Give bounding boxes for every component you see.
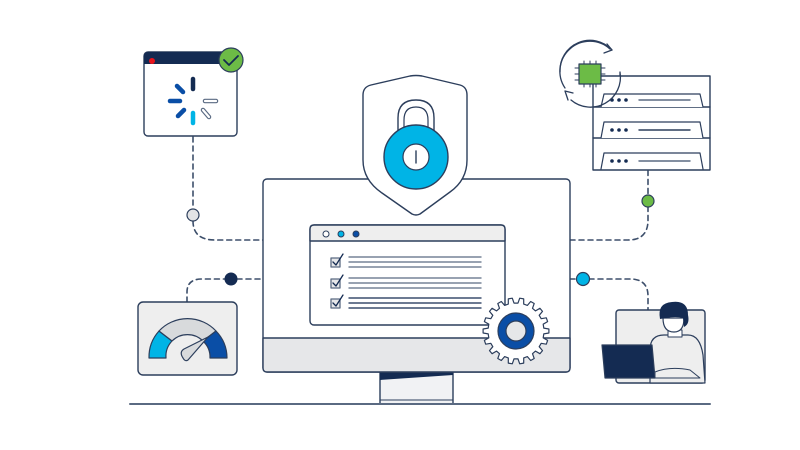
checklist-window-icon xyxy=(309,224,506,326)
connector-node-gray xyxy=(186,208,200,222)
server-rack-icon xyxy=(592,75,711,171)
speedometer-gauge-icon xyxy=(137,301,238,376)
check-circle-icon xyxy=(218,47,244,73)
connector-node-navy xyxy=(224,272,238,286)
shield-lock-icon xyxy=(362,74,468,216)
loading-spinner-window-icon xyxy=(143,51,238,137)
person-laptop-icon xyxy=(601,301,706,384)
gear-icon xyxy=(482,297,550,365)
cpu-refresh-icon xyxy=(559,39,622,108)
connector-node-green xyxy=(641,194,655,208)
connector-lines xyxy=(186,136,649,311)
connector-node-cyan xyxy=(575,271,591,287)
